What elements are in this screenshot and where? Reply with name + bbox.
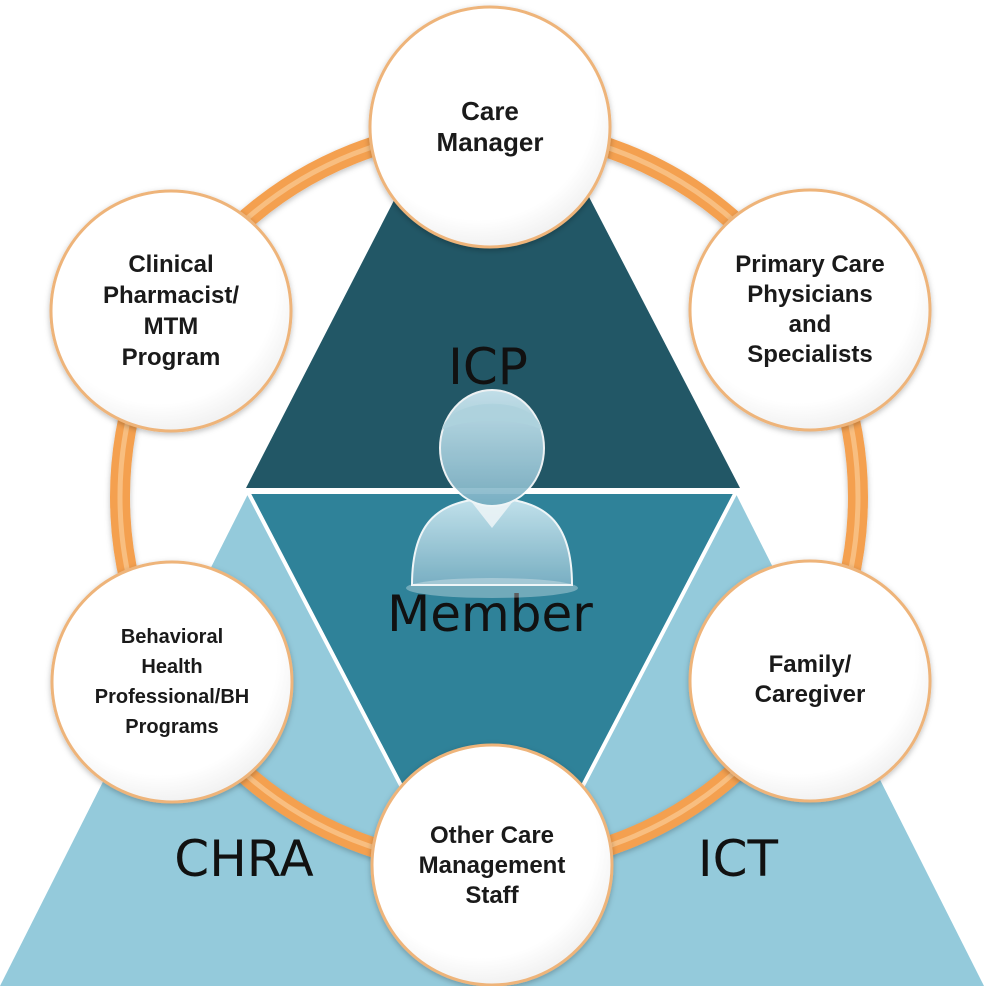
role-nodes [49,5,932,986]
chra-label: CHRA [174,830,313,888]
node-primary-care [688,188,932,432]
care-manager-label: Care Manager [436,96,544,157]
icp-segment [246,10,740,488]
member-label: Member [387,585,593,643]
ict-label: ICT [698,830,779,888]
family-label: Family/ Caregiver [754,651,866,708]
node-behavioral [50,560,294,804]
behavioral-label: Behavioral Health Professional/BH Progra… [94,626,250,738]
primary-care-label: Primary Care Physicians and Specialists [735,251,885,368]
other-staff-label: Other Care Management Staff [418,821,566,909]
icp-label: ICP [448,338,528,396]
node-pharmacist [49,189,293,433]
person-icon [406,389,578,598]
node-other-staff [370,743,614,986]
node-care-manager [368,5,612,249]
node-family [688,559,932,803]
pharmacist-label: Clinical Pharmacist/ MTM Program [102,251,240,371]
